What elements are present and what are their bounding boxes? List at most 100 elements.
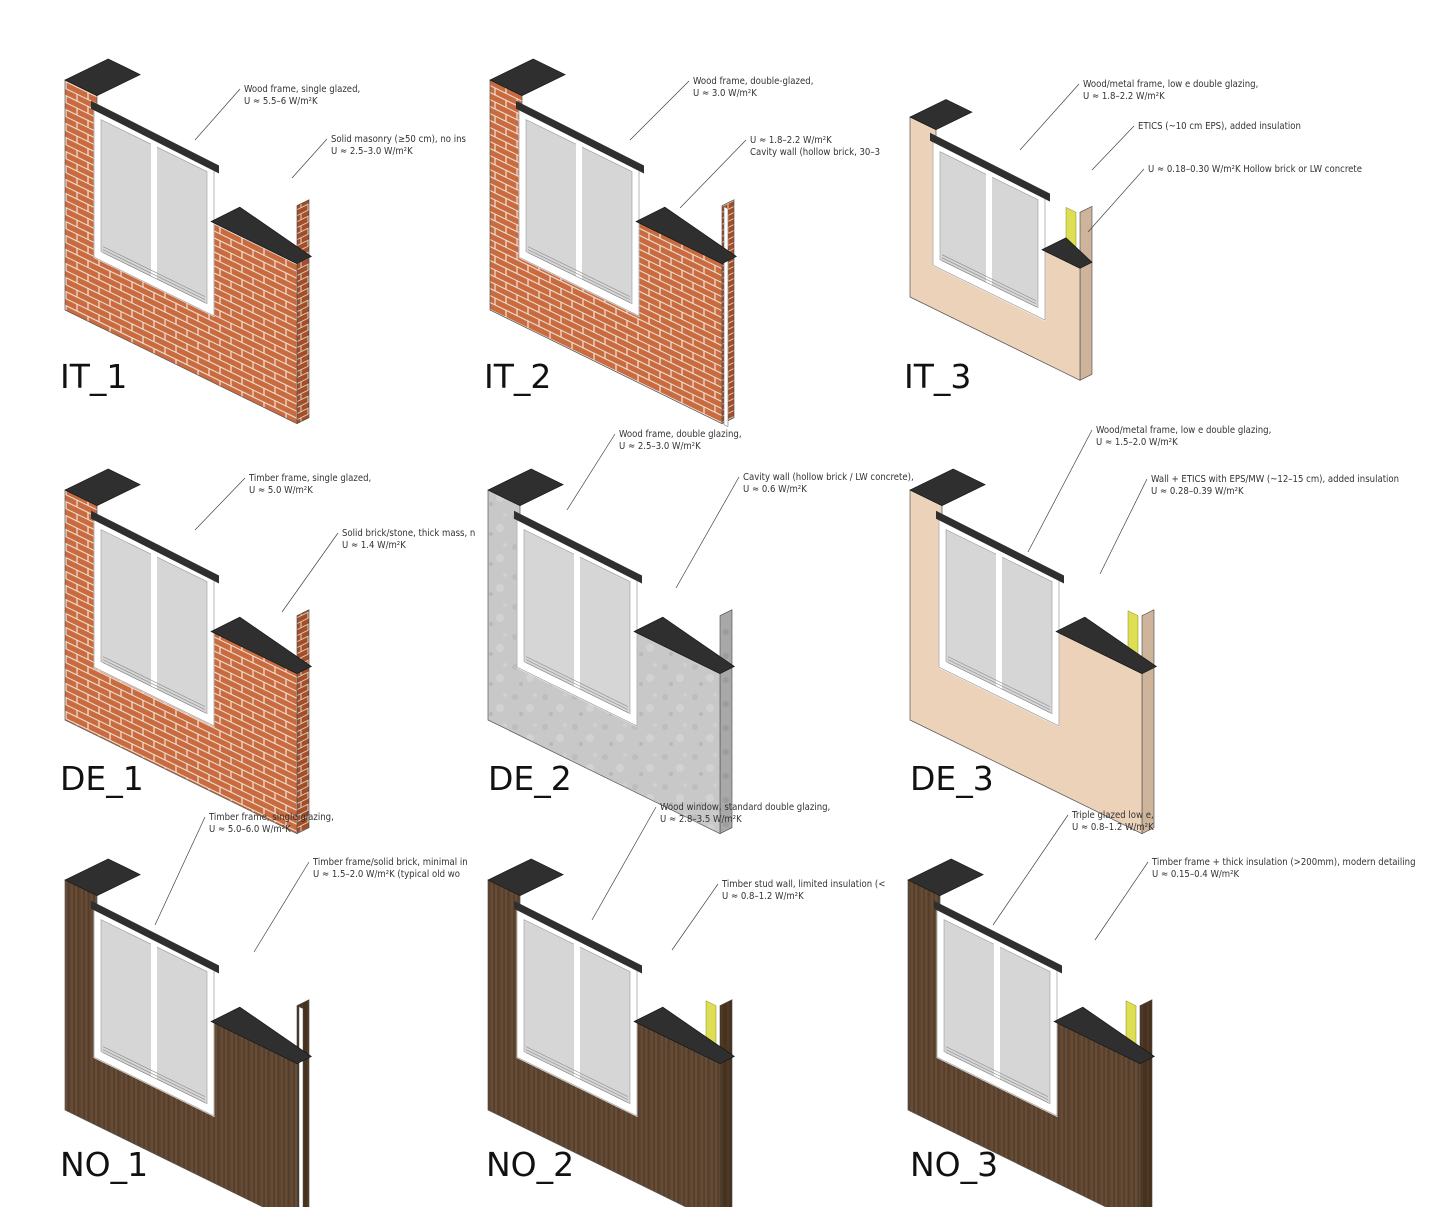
wall-panel-de-3: DE_3 Wood/metal frame, low e double glazi… — [909, 425, 1399, 835]
panel-label: DE_2 — [488, 759, 572, 798]
callout-leader — [1019, 83, 1080, 151]
window-lintel — [91, 100, 219, 174]
callout-leader — [194, 88, 241, 141]
callout-text: Timber frame, single glazing, — [208, 812, 334, 823]
wall-cap-right — [633, 1006, 735, 1065]
callout-leader — [291, 138, 328, 179]
window-sill-line — [947, 659, 1051, 710]
window-lintel — [91, 510, 219, 584]
window-sill-line — [941, 260, 1037, 308]
wall-cap-right — [1053, 1006, 1155, 1065]
callout-text: Wall + ETICS with EPS/MW (~12–15 cm), ad… — [1151, 474, 1399, 485]
callout-text: U ≈ 0.18–0.30 W/m²K Hollow brick or LW c… — [1148, 164, 1362, 175]
callout-text: Wood frame, double glazing, — [619, 429, 742, 440]
callout: Timber frame/solid brick, minimal inU ≈ … — [253, 857, 468, 953]
panel-label: IT_2 — [484, 357, 551, 396]
window-sill-line — [102, 656, 206, 707]
wall-cap-right — [635, 206, 737, 265]
callout: Timber frame, single glazed,U ≈ 5.0 W/m²… — [194, 473, 371, 531]
window-sill-line — [527, 249, 631, 300]
panel-label: NO_3 — [910, 1145, 998, 1184]
wall-panel-no-3: NO_3 Triple glazed low e,U ≈ 0.8–1.2 W/m²… — [907, 810, 1416, 1207]
callout: U ≈ 0.18–0.30 W/m²K Hollow brick or LW c… — [1087, 164, 1362, 233]
callout-text: Wood frame, single glazed, — [244, 84, 360, 95]
callout-leader — [679, 139, 747, 209]
callout-leader — [1027, 429, 1093, 553]
callout-leader — [1091, 125, 1135, 171]
wall-panel-de-2: DE_2 Wood frame, double glazing,U ≈ 2.5–3… — [487, 429, 914, 835]
window-sill-line — [945, 1046, 1049, 1097]
callout-text: U ≈ 2.8–3.5 W/m²K — [660, 814, 742, 825]
window-sill-line — [941, 257, 1037, 305]
callout-text: U ≈ 5.5–6 W/m²K — [244, 96, 318, 107]
wall-cap-left — [64, 58, 141, 97]
callout-text: Timber frame, single glazed, — [248, 473, 371, 484]
callout-leader — [675, 476, 740, 589]
wall-cap-left — [909, 99, 973, 131]
window-sill-line — [525, 1049, 629, 1100]
callout-text: U ≈ 5.0–6.0 W/m²K — [209, 824, 291, 835]
window-sill-line — [945, 1052, 1049, 1103]
window-sill-line — [525, 662, 629, 713]
callout-text: U ≈ 1.8–2.2 W/m²K — [750, 135, 832, 146]
callout-text: Triple glazed low e, — [1071, 810, 1154, 821]
callout: Wood frame, double glazing,U ≈ 2.5–3.0 W… — [566, 429, 742, 511]
wall-cap-left — [909, 468, 986, 507]
wall-cap-left — [487, 468, 564, 507]
callout-text: U ≈ 1.5–2.0 W/m²K (typical old wo — [313, 869, 460, 880]
callout-text: Timber frame + thick insulation (>200mm)… — [1151, 857, 1416, 868]
callout-leader — [591, 806, 657, 921]
window-sill-line — [947, 656, 1051, 707]
callout: Wall + ETICS with EPS/MW (~12–15 cm), ad… — [1099, 474, 1399, 575]
callout-leader — [992, 814, 1069, 926]
callout-text: Wood frame, double-glazed, — [693, 76, 813, 87]
wall-cap-left — [487, 858, 564, 897]
wall-cap-right — [210, 616, 312, 675]
callout: Wood frame, double-glazed,U ≈ 3.0 W/m²K — [629, 76, 813, 141]
window-sill-line — [527, 246, 631, 297]
callout-leader — [629, 80, 690, 141]
callout-text: U ≈ 5.0 W/m²K — [249, 485, 313, 496]
callout-leader — [566, 433, 616, 511]
window-lintel — [936, 510, 1064, 584]
callout-text: Wood window, standard double glazing, — [660, 802, 830, 813]
cavity-gap — [298, 1006, 304, 1207]
panel-label: DE_3 — [910, 759, 994, 798]
wall-cap-right — [633, 616, 735, 675]
callout-text: Timber stud wall, limited insulation (< — [721, 879, 885, 890]
callout: Timber stud wall, limited insulation (<U… — [671, 879, 885, 951]
window-sill-line — [525, 659, 629, 710]
callout-text: U ≈ 2.5–3.0 W/m²K — [619, 441, 701, 452]
wall-side-face — [296, 609, 310, 835]
panel-label: NO_1 — [60, 1145, 148, 1184]
callout-text: U ≈ 1.8–2.2 W/m²K — [1083, 91, 1165, 102]
callout-text: Cavity wall (hollow brick / LW concrete)… — [743, 472, 914, 483]
window-lintel — [516, 100, 644, 174]
wall-panel-it-2: IT_2 Wood frame, double-glazed,U ≈ 3.0 W/… — [484, 58, 880, 427]
window-sill-line — [102, 662, 206, 713]
callout-text: U ≈ 1.4 W/m²K — [342, 540, 406, 551]
callout: Cavity wall (hollow brick / LW concrete)… — [675, 472, 914, 589]
callout-leader — [1087, 168, 1145, 233]
wall-cap-left — [64, 858, 141, 897]
callout-text: Wood/metal frame, low e double glazing, — [1096, 425, 1271, 436]
callout-text: U ≈ 0.8–1.2 W/m²K — [722, 891, 804, 902]
wall-panel-de-1: DE_1 Timber frame, single glazed,U ≈ 5.0 … — [60, 468, 475, 835]
wall-cap-left — [64, 468, 141, 507]
callout-text: Timber frame/solid brick, minimal in — [312, 857, 468, 868]
window-sill-line — [102, 246, 206, 297]
window-sill-line — [102, 659, 206, 710]
wall-side-face — [296, 199, 310, 425]
callout-leader — [671, 883, 719, 951]
wall-cap-left — [907, 858, 984, 897]
callout-text: U ≈ 0.8–1.2 W/m²K — [1072, 822, 1154, 833]
wall-side-face — [1139, 999, 1153, 1207]
callout: Wood window, standard double glazing,U ≈… — [591, 802, 830, 921]
window-sill-line — [525, 656, 629, 707]
callout: Wood/metal frame, low e double glazing,U… — [1027, 425, 1271, 553]
callout-leader — [1099, 478, 1148, 575]
panel-label: DE_1 — [60, 759, 144, 798]
wall-cap-right — [210, 206, 312, 265]
